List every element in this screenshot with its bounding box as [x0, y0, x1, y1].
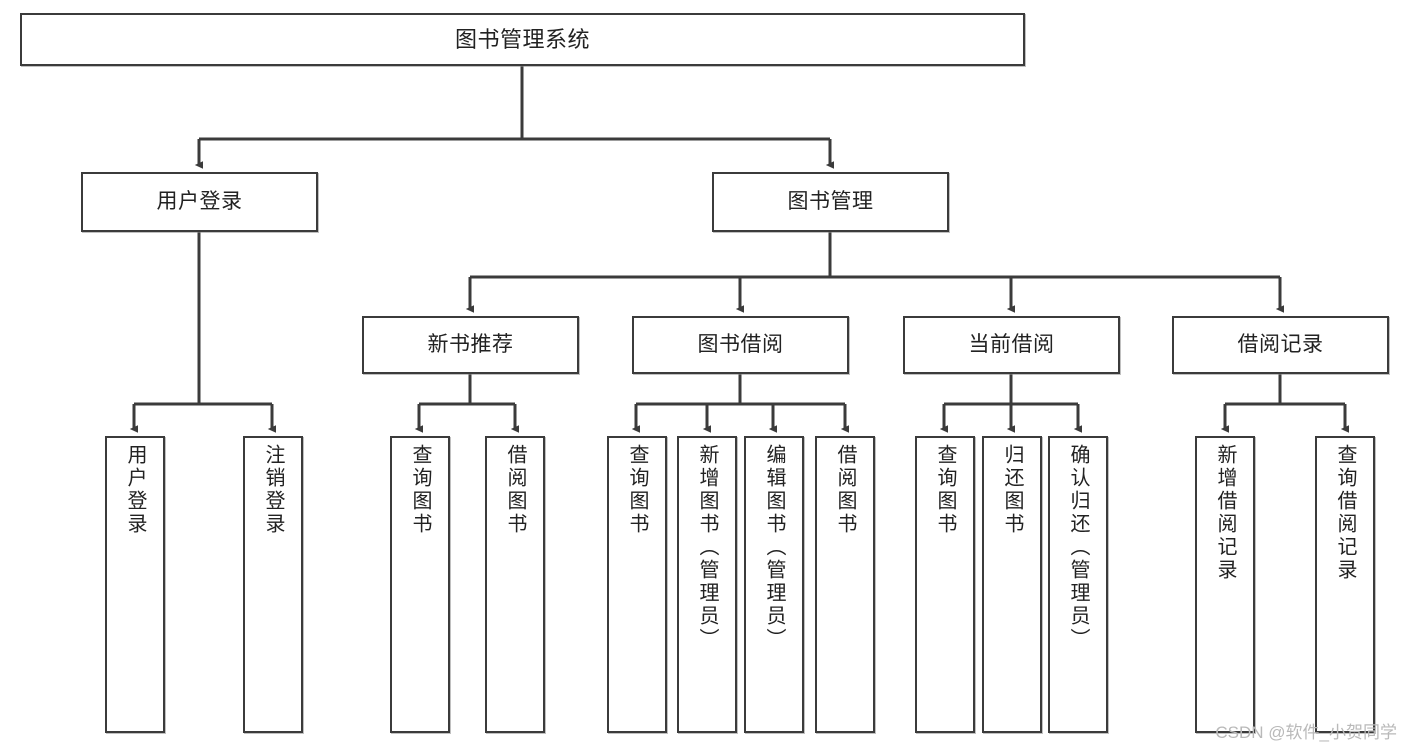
node-leaf-edit-book-admin[interactable]: 编辑图书（管理员） — [744, 436, 804, 733]
node-label: 当前借阅 — [968, 332, 1055, 356]
node-current-borrow[interactable]: 当前借阅 — [903, 316, 1120, 374]
node-label: 新增图书（管理员） — [696, 444, 718, 651]
node-label: 用户登录 — [156, 189, 243, 213]
node-book-management[interactable]: 图书管理 — [712, 172, 949, 232]
node-label: 查询图书 — [626, 444, 648, 536]
node-leaf-add-book-admin[interactable]: 新增图书（管理员） — [677, 436, 737, 733]
node-leaf-return-book[interactable]: 归还图书 — [982, 436, 1042, 733]
node-label: 查询图书 — [409, 444, 431, 536]
node-new-book-recommend[interactable]: 新书推荐 — [362, 316, 579, 374]
node-label: 注销登录 — [262, 444, 284, 536]
node-label: 编辑图书（管理员） — [763, 444, 785, 651]
node-label: 用户登录 — [124, 444, 146, 536]
node-label: 图书管理 — [787, 189, 874, 213]
watermark-text: CSDN @软件_小贺同学 — [1215, 723, 1397, 742]
node-label: 图书借阅 — [697, 332, 784, 356]
node-label: 查询借阅记录 — [1334, 444, 1356, 582]
node-label: 确认归还（管理员） — [1067, 444, 1089, 651]
node-leaf-query-borrow-record[interactable]: 查询借阅记录 — [1315, 436, 1375, 733]
node-leaf-borrow-book-recommend[interactable]: 借阅图书 — [485, 436, 545, 733]
node-leaf-add-borrow-record[interactable]: 新增借阅记录 — [1195, 436, 1255, 733]
node-leaf-query-book-borrow[interactable]: 查询图书 — [607, 436, 667, 733]
node-label: 归还图书 — [1001, 444, 1023, 536]
node-leaf-logout[interactable]: 注销登录 — [243, 436, 303, 733]
node-label: 借阅图书 — [504, 444, 526, 536]
node-label: 图书管理系统 — [454, 26, 590, 52]
node-label: 借阅记录 — [1237, 332, 1324, 356]
node-borrow-record[interactable]: 借阅记录 — [1172, 316, 1389, 374]
node-leaf-user-login[interactable]: 用户登录 — [105, 436, 165, 733]
node-label: 新增借阅记录 — [1214, 444, 1236, 582]
node-leaf-borrow-book[interactable]: 借阅图书 — [815, 436, 875, 733]
node-label: 借阅图书 — [834, 444, 856, 536]
node-root-system[interactable]: 图书管理系统 — [20, 13, 1025, 66]
node-leaf-query-book-current[interactable]: 查询图书 — [915, 436, 975, 733]
node-user-login[interactable]: 用户登录 — [81, 172, 318, 232]
node-label: 查询图书 — [934, 444, 956, 536]
node-leaf-confirm-return-admin[interactable]: 确认归还（管理员） — [1048, 436, 1108, 733]
node-label: 新书推荐 — [427, 332, 514, 356]
node-leaf-query-book-recommend[interactable]: 查询图书 — [390, 436, 450, 733]
node-book-borrow[interactable]: 图书借阅 — [632, 316, 849, 374]
